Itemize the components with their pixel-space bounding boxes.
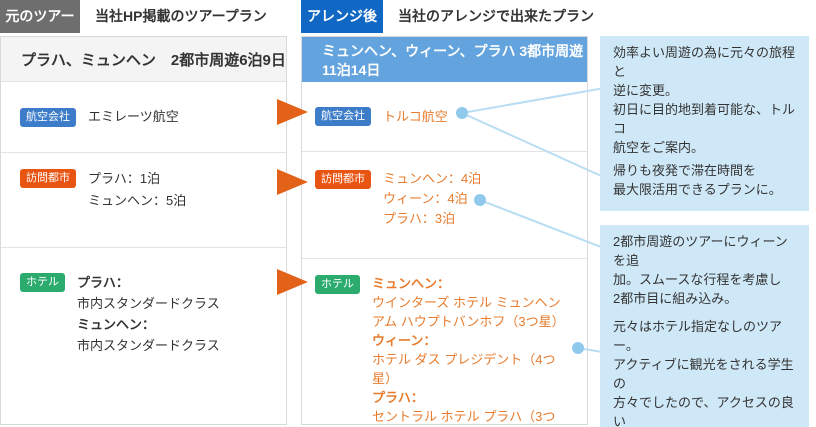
arranged-airline-row: 航空会社 トルコ航空	[302, 82, 587, 151]
note-hotel-upgrade: 元々はホテル指定なしのツアー。 アクティブに観光をされる学生の 方々でしたので、…	[600, 310, 809, 427]
hotel-name: ホテル ダス プレジデント（4つ星）	[372, 352, 556, 386]
original-cities-row: 訪問都市 プラハ：1泊 ミュンヘン：5泊	[1, 152, 286, 247]
original-cities-list: プラハ：1泊 ミュンヘン：5泊	[88, 168, 186, 212]
hotel-badge: ホテル	[315, 275, 360, 294]
arranged-airline-value: トルコ航空	[383, 108, 448, 124]
note-night-departure: 帰りも夜発で滞在時間を 最大限活用できるプランに。	[600, 154, 809, 211]
hotel-city-label: プラハ：	[77, 275, 129, 290]
arranged-hotel-row: ホテル ミュンヘン： ウインターズ ホテル ミュンヘン アム ハウプトバンホフ（…	[302, 258, 587, 424]
tab-original-tour: 元のツアー	[0, 0, 80, 33]
original-tour-title: プラハ、ミュンヘン 2都市周遊6泊9日	[1, 37, 286, 82]
hotel-name: セントラル ホテル プラハ（3つ星）	[372, 409, 556, 424]
airline-badge: 航空会社	[20, 107, 76, 127]
city-nights: プラハ：1泊	[88, 171, 161, 186]
arranged-cities-list: ミュンヘン：4泊 ウィーン：4泊 プラハ：3泊	[383, 169, 481, 229]
arranged-tour-description: 当社のアレンジで出来たプラン	[398, 8, 594, 24]
original-hotel-list: プラハ： 市内スタンダードクラス ミュンヘン： 市内スタンダードクラス	[77, 272, 220, 356]
note-vienna-added: 2都市周遊のツアーにウィーンを追 加。スムースな行程を考慮し 2都市目に組み込み…	[600, 225, 809, 315]
airline-badge: 航空会社	[315, 107, 371, 126]
hotel-name: ウインターズ ホテル ミュンヘン アム ハウプトバンホフ（3つ星）	[372, 295, 565, 329]
city-nights: ウィーン：4泊	[383, 191, 468, 206]
arranged-tour-panel: ミュンヘン、ウィーン、プラハ 3都市周遊 11泊14日 航空会社 トルコ航空 訪…	[301, 36, 588, 425]
original-airline-value: エミレーツ航空	[88, 109, 179, 124]
hotel-city-label: ミュンヘン：	[77, 317, 156, 332]
hotel-name: 市内スタンダードクラス	[77, 338, 220, 353]
city-nights: ミュンヘン：4泊	[383, 171, 482, 186]
arranged-cities-row: 訪問都市 ミュンヘン：4泊 ウィーン：4泊 プラハ：3泊	[302, 151, 587, 258]
original-airline-row: 航空会社 エミレーツ航空	[1, 82, 286, 152]
cities-badge: 訪問都市	[20, 169, 76, 188]
hotel-city-label: ミュンヘン：	[372, 276, 451, 291]
city-nights: ミュンヘン：5泊	[88, 193, 187, 208]
hotel-name: 市内スタンダードクラス	[77, 296, 220, 311]
tab-arranged-tour: アレンジ後	[301, 0, 383, 33]
cities-badge: 訪問都市	[315, 170, 371, 189]
hotel-badge: ホテル	[20, 273, 65, 292]
arranged-tour-title: ミュンヘン、ウィーン、プラハ 3都市周遊 11泊14日	[302, 37, 587, 82]
arranged-tour-title-line1: ミュンヘン、ウィーン、プラハ 3都市周遊	[322, 43, 584, 59]
hotel-city-label: プラハ：	[372, 390, 424, 405]
arranged-hotel-list: ミュンヘン： ウインターズ ホテル ミュンヘン アム ハウプトバンホフ（3つ星）…	[372, 274, 565, 427]
arranged-tour-title-line2: 11泊14日	[322, 62, 381, 78]
original-tour-panel: プラハ、ミュンヘン 2都市周遊6泊9日 航空会社 エミレーツ航空 訪問都市 プラ…	[0, 36, 287, 425]
original-tour-description: 当社HP掲載のツアープラン	[95, 8, 267, 24]
original-hotel-row: ホテル プラハ： 市内スタンダードクラス ミュンヘン： 市内スタンダードクラス	[1, 247, 286, 425]
city-nights: プラハ：3泊	[383, 211, 456, 226]
hotel-city-label: ウィーン：	[372, 333, 437, 348]
